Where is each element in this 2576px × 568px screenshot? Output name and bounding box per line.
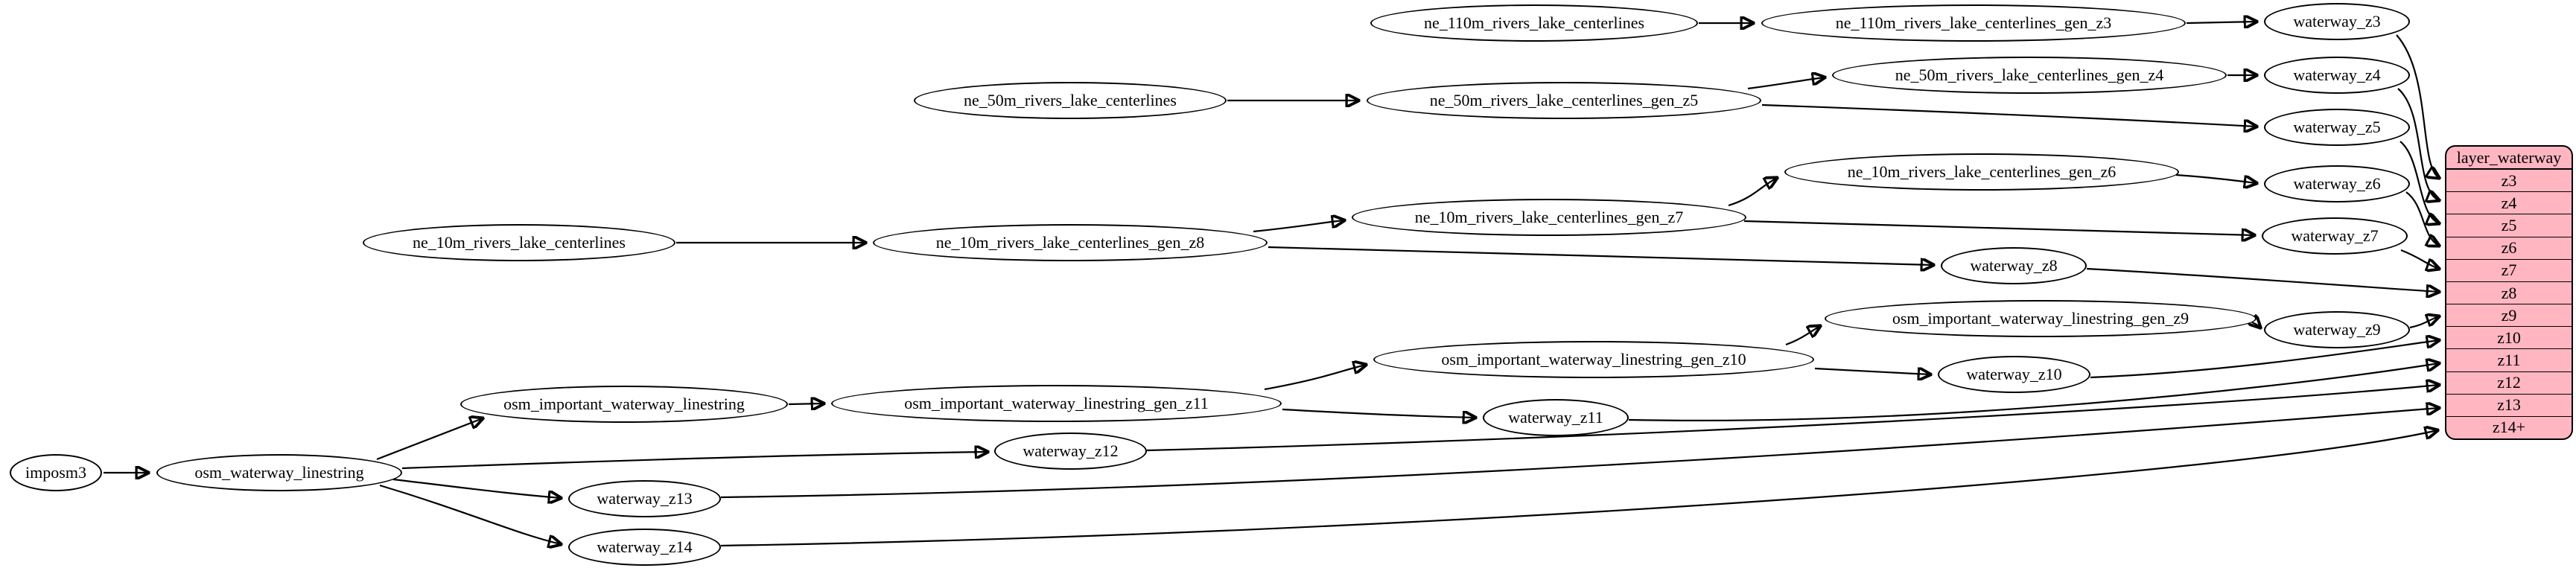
node-ne_50m_rivers_lake_centerlines_gen_z5: ne_50m_rivers_lake_centerlines_gen_z5 [1367,82,1761,119]
record-row-z11: z11 [2446,348,2572,371]
edge-waterway_z10-layer_z10 [2090,340,2439,379]
node-osm_waterway_linestring: osm_waterway_linestring [156,454,402,491]
node-ne_110m_rivers_lake_centerlines_gen_z3: ne_110m_rivers_lake_centerlines_gen_z3 [1761,4,2186,42]
edge-gen_z11-gen_z10 [1264,365,1366,391]
edge-waterway_z7-layer_z7 [2400,249,2439,269]
edge-gen_z8-waterway_z8 [1268,246,1933,265]
record-row-z8: z8 [2446,281,2572,304]
node-ne_10m_rivers_lake_centerlines_gen_z6: ne_10m_rivers_lake_centerlines_gen_z6 [1784,153,2179,191]
edge-waterway_z8-layer_z8 [2086,267,2439,292]
node-waterway_z13: waterway_z13 [568,480,721,517]
node-waterway_z11: waterway_z11 [1483,399,1629,436]
edge-osm_waterway_linestring-waterway_z12 [401,452,988,470]
record-row-z12: z12 [2446,371,2572,394]
edge-waterway_z5-layer_z5 [2400,141,2439,223]
record-row-z14plus: z14+ [2446,415,2572,438]
record-row-z5: z5 [2446,214,2572,236]
edge-gen_z9-waterway_z9 [2252,322,2260,328]
node-waterway_z9: waterway_z9 [2264,311,2410,348]
node-waterway_z7: waterway_z7 [2262,217,2408,255]
record-layer_waterway: layer_waterway z3 z4 z5 z6 z7 z8 z9 z10 … [2445,145,2573,440]
edge-gen_z5-waterway_z5 [1761,103,2257,127]
edge-waterway_z13-layer_z13 [720,408,2439,499]
node-ne_110m_rivers_lake_centerlines: ne_110m_rivers_lake_centerlines [1370,4,1698,42]
edge-gen_z5-gen_z4 [1747,77,1825,90]
edge-gen_z10-waterway_z10 [1814,368,1930,374]
record-title: layer_waterway [2446,147,2572,170]
edge-waterway_z6-layer_z6 [2405,191,2439,246]
edge-waterway_z11-layer_z11 [1628,363,2439,421]
node-ne_50m_rivers_lake_centerlines: ne_50m_rivers_lake_centerlines [914,82,1227,119]
node-waterway_z4: waterway_z4 [2264,57,2410,94]
node-ne_10m_rivers_lake_centerlines_gen_z8: ne_10m_rivers_lake_centerlines_gen_z8 [873,224,1268,261]
edge-gen_z6-waterway_z6 [2175,173,2257,183]
node-waterway_z12: waterway_z12 [994,433,1147,470]
edge-gen_z7-gen_z6 [1728,178,1777,207]
edge-waterway_z14-layer_z14 [720,430,2437,547]
edge-gen_z8-gen_z7 [1253,220,1344,233]
record-row-z13: z13 [2446,393,2572,416]
edge-gen_z3-waterway_z3 [2186,22,2257,23]
record-row-z7: z7 [2446,258,2572,281]
node-waterway_z10: waterway_z10 [1938,356,2090,393]
record-row-z9: z9 [2446,304,2572,326]
edge-osm_waterway_linestring-waterway_z13 [392,478,561,498]
record-row-z3: z3 [2501,170,2517,190]
edge-gen_z11-waterway_z11 [1282,408,1475,418]
edge-waterway_z12-layer_z12 [1146,385,2439,452]
record-row-z10: z10 [2446,326,2572,348]
node-waterway_z3: waterway_z3 [2264,3,2410,40]
edge-gen_z10-gen_z9 [1785,326,1820,346]
node-osm_important_waterway_linestring_gen_z11: osm_important_waterway_linestring_gen_z1… [831,385,1282,422]
node-ne_10m_rivers_lake_centerlines: ne_10m_rivers_lake_centerlines [363,224,675,261]
node-waterway_z8: waterway_z8 [1941,247,2087,284]
record-row-z4: z4 [2446,191,2572,214]
node-osm_important_waterway_linestring_gen_z9: osm_important_waterway_linestring_gen_z9 [1825,300,2257,337]
edge-osm_important_waterway_linestring-osm_important_waterway_linestring_gen_z11 [788,403,824,404]
node-ne_10m_rivers_lake_centerlines_gen_z7: ne_10m_rivers_lake_centerlines_gen_z7 [1352,199,1746,236]
node-osm_important_waterway_linestring: osm_important_waterway_linestring [460,386,788,423]
edge-waterway_z9-layer_z9 [2409,316,2439,329]
node-osm_important_waterway_linestring_gen_z10: osm_important_waterway_linestring_gen_z1… [1373,341,1814,378]
edge-osm_waterway_linestring-waterway_z14 [379,484,561,544]
edge-osm_waterway_linestring-osm_important_waterway_linestring [376,418,483,461]
edge-waterway_z4-layer_z4 [2397,88,2439,200]
record-row-z6: z6 [2446,236,2572,259]
node-waterway_z6: waterway_z6 [2264,165,2410,202]
node-imposm3: imposm3 [10,454,102,491]
node-ne_50m_rivers_lake_centerlines_gen_z4: ne_50m_rivers_lake_centerlines_gen_z4 [1832,57,2227,94]
edge-waterway_z3-layer_z3 [2396,34,2439,178]
edge-gen_z7-waterway_z7 [1743,220,2254,235]
node-waterway_z14: waterway_z14 [568,529,721,566]
node-waterway_z5: waterway_z5 [2264,109,2410,146]
